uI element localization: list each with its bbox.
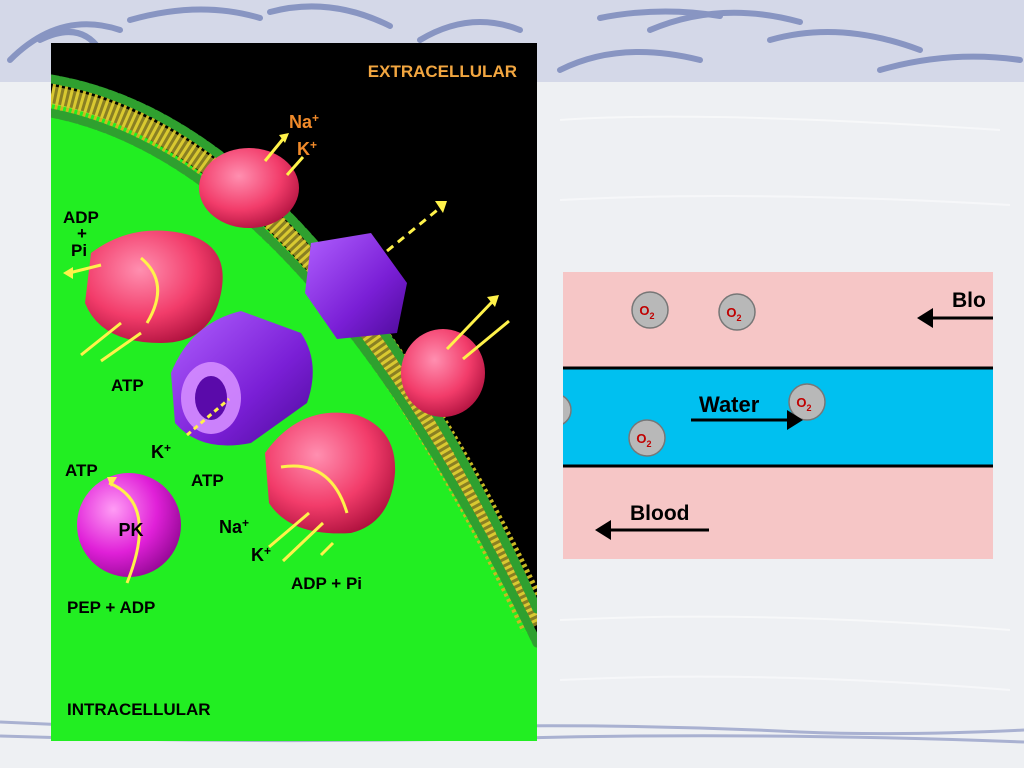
pyruvate-kinase-sphere (77, 473, 181, 577)
pk-label: PK (118, 520, 143, 540)
oxygen-molecule: O2 (718, 293, 756, 331)
svg-text:O2: O2 (636, 431, 651, 449)
cytosolic-pump-left (85, 230, 223, 343)
blood-bottom-label: Blood (630, 502, 689, 525)
cytosolic-pump-bottom (265, 412, 396, 534)
water-channel (563, 368, 993, 466)
k-ion-label-bottom: K+ (251, 544, 271, 565)
oxygen-molecule: O2 (631, 291, 669, 329)
membrane-pump-top (199, 148, 299, 228)
membrane-pump-right (401, 329, 485, 417)
na-ion-label-bottom: Na+ (219, 516, 249, 537)
extracellular-label: EXTRACELLULAR (368, 62, 517, 81)
atp-label-left: ATP (111, 376, 144, 395)
oxygen-molecule: O2 (788, 383, 826, 421)
diffusion-arrow-dashed (386, 205, 442, 253)
svg-text:O2: O2 (726, 305, 741, 323)
adp-label-left: ADP (63, 208, 99, 227)
plus-label-left: + (77, 224, 87, 243)
blood-channel-bottom (563, 466, 993, 559)
water-label: Water (699, 392, 760, 417)
blood-top-label: Blo (952, 289, 986, 312)
countercurrent-exchange-diagram: O2 O2 O2 O2 Blo Water Blood (563, 272, 993, 559)
pep-adp-label: PEP + ADP (67, 598, 155, 617)
membrane-transport-diagram: EXTRACELLULAR Na+ K+ ADP + Pi A (51, 43, 537, 741)
k-ion-label-channel: K+ (151, 441, 171, 462)
na-ion-label-top: Na+ (289, 111, 319, 132)
atp-label-pk: ATP (65, 461, 98, 480)
oxygen-molecule-partial (563, 395, 572, 425)
k-ion-label-top: K+ (297, 138, 317, 159)
oxygen-molecule: O2 (628, 419, 666, 457)
membrane-outer-heads (51, 74, 537, 614)
svg-text:O2: O2 (796, 395, 811, 413)
adp-pi-label-bottom: ADP + Pi (291, 574, 362, 593)
membrane-inner-heads (51, 108, 537, 648)
membrane-channel-top (305, 233, 407, 339)
intracellular-label: INTRACELLULAR (67, 700, 211, 719)
pi-label-left: Pi (71, 241, 87, 260)
svg-text:O2: O2 (639, 303, 654, 321)
atp-label-bottom-pump: ATP (191, 471, 224, 490)
